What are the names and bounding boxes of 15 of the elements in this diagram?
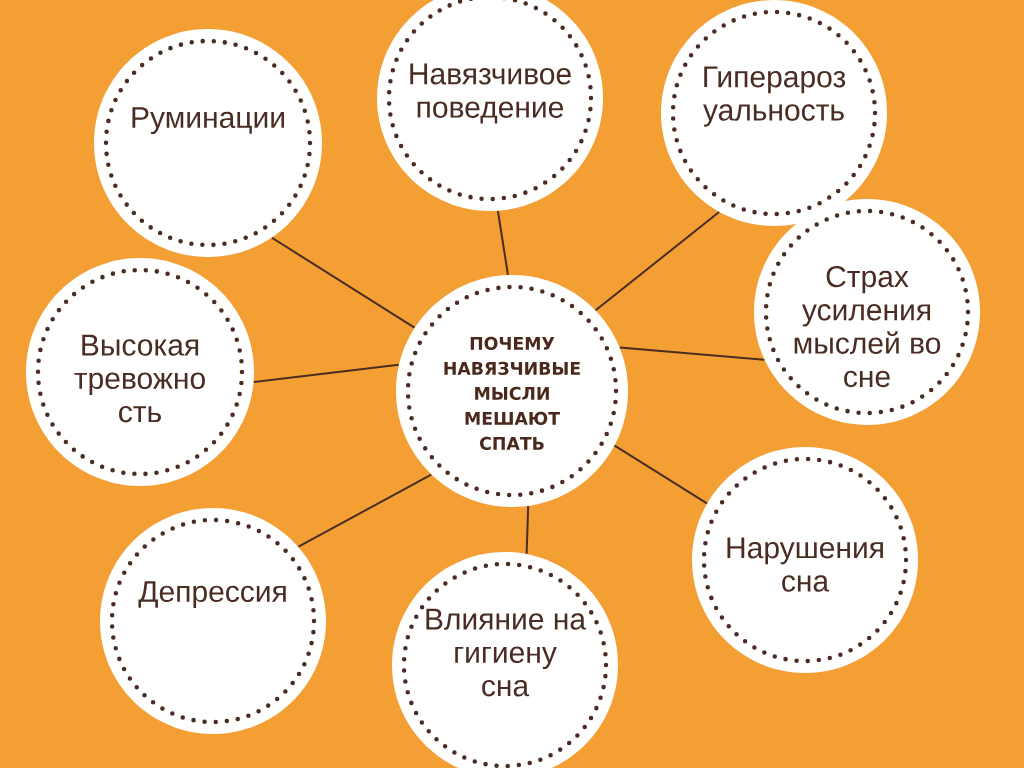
circle-node: Депрессия [100,508,326,734]
circle-node: Гиперароз уальность [661,0,887,226]
connector-line [618,346,766,361]
connector-line [525,505,530,555]
connector-line [252,363,400,383]
circle-node: Высокая тревожно сть [26,258,254,486]
circle-node: Страх усиления мыслей во сне [754,199,980,425]
circle-node: Нарушения сна [692,447,918,673]
connector-line [297,473,433,548]
circle-node: ПОЧЕМУ НАВЯЗЧИВЫЕ МЫСЛИ МЕШАЮТ СПАТЬ [396,275,628,507]
connector-line [594,211,721,312]
connector-line [496,210,509,276]
connector-line [613,444,708,505]
circle-node: Руминации [94,29,322,257]
connector-line [270,236,416,329]
